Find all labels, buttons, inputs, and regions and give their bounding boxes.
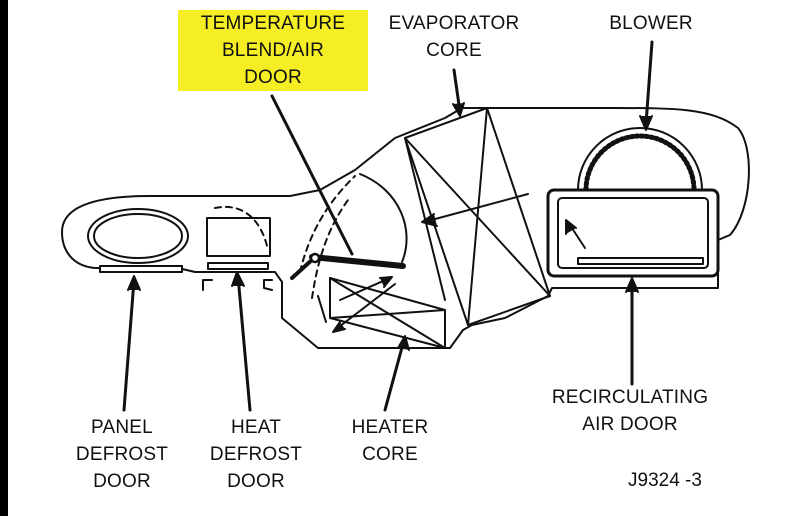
label-blower: BLOWER xyxy=(596,10,706,37)
leader-blower-head xyxy=(639,115,653,131)
leader-panel-defrost-head xyxy=(127,275,141,291)
label-line: BLEND/AIR xyxy=(178,37,368,64)
airflow-arrow-heater-1-head xyxy=(332,321,346,333)
panel-defrost-opening xyxy=(87,208,189,264)
label-temperature-blend-door: TEMPERATURE BLEND/AIR DOOR xyxy=(178,10,368,91)
label-evaporator-core: EVAPORATOR CORE xyxy=(374,10,534,64)
blend-chamber-arc xyxy=(359,173,408,263)
figure-part-number: J9324 -3 xyxy=(628,470,702,491)
temperature-blend-door xyxy=(309,254,406,269)
blend-door-sweep xyxy=(299,175,356,273)
label-line: CORE xyxy=(426,40,482,61)
panel-defrost-opening-inner xyxy=(93,213,183,259)
leader-recirculating-head xyxy=(625,277,639,293)
leader-heater-core-head xyxy=(397,335,410,351)
outlet-tab-left xyxy=(202,279,213,291)
heat-defrost-door-base xyxy=(207,262,269,270)
label-line: DOOR xyxy=(227,471,285,492)
evaporator-diagonal-2 xyxy=(467,107,488,326)
leader-heat-defrost xyxy=(236,274,252,412)
recirculating-door-frame xyxy=(546,188,720,278)
airflow-arrow-mix xyxy=(317,295,327,323)
recirculating-arrow-head xyxy=(565,219,577,235)
label-heat-defrost-door: HEAT DEFROST DOOR xyxy=(196,414,316,495)
label-recirculating-air-door: RECIRCULATING AIR DOOR xyxy=(530,384,730,438)
leader-heater-core xyxy=(383,338,406,412)
heat-defrost-door xyxy=(206,217,271,257)
leader-evaporator-head xyxy=(452,102,465,117)
blend-door-pivot xyxy=(309,252,321,264)
recirculating-door-base xyxy=(577,257,704,265)
label-line: HEAT xyxy=(230,417,282,438)
blend-door-lever xyxy=(290,256,316,280)
housing-outline xyxy=(61,107,750,349)
heat-defrost-arc xyxy=(214,205,269,251)
blend-door-sweep-inner xyxy=(311,199,349,299)
recirculating-door-inner xyxy=(557,197,709,269)
leader-panel-defrost xyxy=(122,278,136,412)
airflow-arrow-heater-1 xyxy=(334,283,396,331)
label-panel-defrost-door: PANEL DEFROST DOOR xyxy=(62,414,182,495)
label-line: EVAPORATOR xyxy=(388,13,520,34)
airflow-arrow-heater-2-head xyxy=(379,276,393,288)
label-line: PANEL xyxy=(91,417,153,438)
label-line: CORE xyxy=(362,444,418,465)
label-line: AIR DOOR xyxy=(582,414,678,435)
airflow-arrow-evap-head xyxy=(421,213,438,227)
leader-blower xyxy=(644,40,654,126)
panel-defrost-door xyxy=(99,265,183,273)
label-line: RECIRCULATING xyxy=(551,387,709,408)
airflow-arrow-evap xyxy=(423,193,529,223)
label-line: DEFROST xyxy=(75,444,169,465)
outlet-tab-right xyxy=(263,279,273,291)
label-heater-core: HEATER CORE xyxy=(330,414,450,468)
label-line: DEFROST xyxy=(209,444,303,465)
heater-diagonal-2 xyxy=(329,309,446,319)
label-line: DOOR xyxy=(178,64,368,91)
label-line: HEATER xyxy=(351,417,429,438)
leader-heat-defrost-head xyxy=(231,271,245,287)
label-line: DOOR xyxy=(93,471,151,492)
leader-temperature-blend xyxy=(270,94,354,256)
label-line: TEMPERATURE xyxy=(178,10,368,37)
label-line: BLOWER xyxy=(609,13,693,34)
